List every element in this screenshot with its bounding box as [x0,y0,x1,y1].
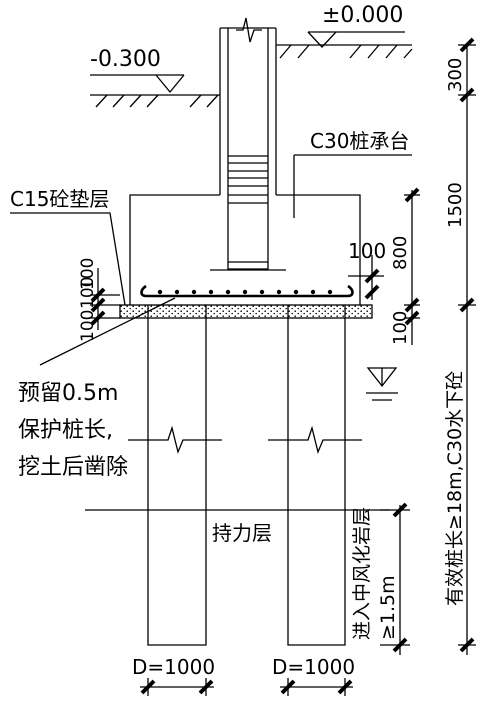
dim-line-cover [348,255,384,300]
break-symbol-right-icon [268,425,362,455]
embed-label-line2: ≥1.5m [377,575,399,640]
dim-line-right-inner [404,187,420,345]
pile-dia-left-label: D=1000 [132,655,215,679]
dim-100-left-a-label: 100 [78,258,98,290]
cushion-layer [119,304,373,319]
dim-100-top-label: 100 [348,239,386,263]
reserve-note-line3: 挖土后凿除 [18,455,128,480]
dim-line-embedment [380,502,410,655]
pile-right [287,305,346,646]
rebar-cage-icon [210,155,286,271]
dim-100-right-label: 100 [390,311,411,345]
pile-dia-right-label: D=1000 [272,655,355,679]
cushion-label: C15砼垫层 [10,187,109,211]
elevation-marker-icon [307,31,405,48]
ground-hatch-left-icon [95,94,219,108]
dim-100-left-b-label: 100 [78,277,98,309]
ground-hatch-right-icon [279,44,413,59]
column-outline [219,27,277,270]
bearing-layer-label: 持力层 [212,521,272,545]
cap-concrete-leader [293,154,412,218]
dim-800-label: 800 [390,236,411,270]
cap-rebar-dots [157,289,333,295]
break-symbol-left-icon [128,425,222,455]
dim-300-label: 300 [445,58,466,92]
dim-1500-label: 1500 [445,182,466,228]
dim-line-right-outer [458,37,476,655]
water-table-marker-icon [366,367,398,401]
elevation-marker-excavation-icon [90,74,185,94]
pile-left [147,305,207,646]
pile-cap-outline [129,194,361,305]
reserve-note-line2: 保护桩长, [18,418,113,443]
dim-line-pile-left [140,678,214,696]
embed-label-line1: 进入中风化岩层 [351,507,373,640]
reserve-note-line1: 预留0.5m [18,381,118,406]
pile-spec-label: 有效桩长≥18m,C30水下砼 [444,371,466,606]
dim-line-pile-right [280,678,353,696]
cap-bottom-rebar [140,284,354,298]
dim-line-left [90,268,120,330]
reserve-leader [39,297,176,366]
break-symbol-column-icon [236,17,262,43]
dim-100-left-c-label: 100 [78,310,98,342]
level-excavation-label: -0.300 [90,47,161,72]
cap-concrete-label: C30桩承台 [310,129,409,153]
cushion-leader [10,212,126,306]
level-ground-label: ±0.000 [322,3,403,28]
